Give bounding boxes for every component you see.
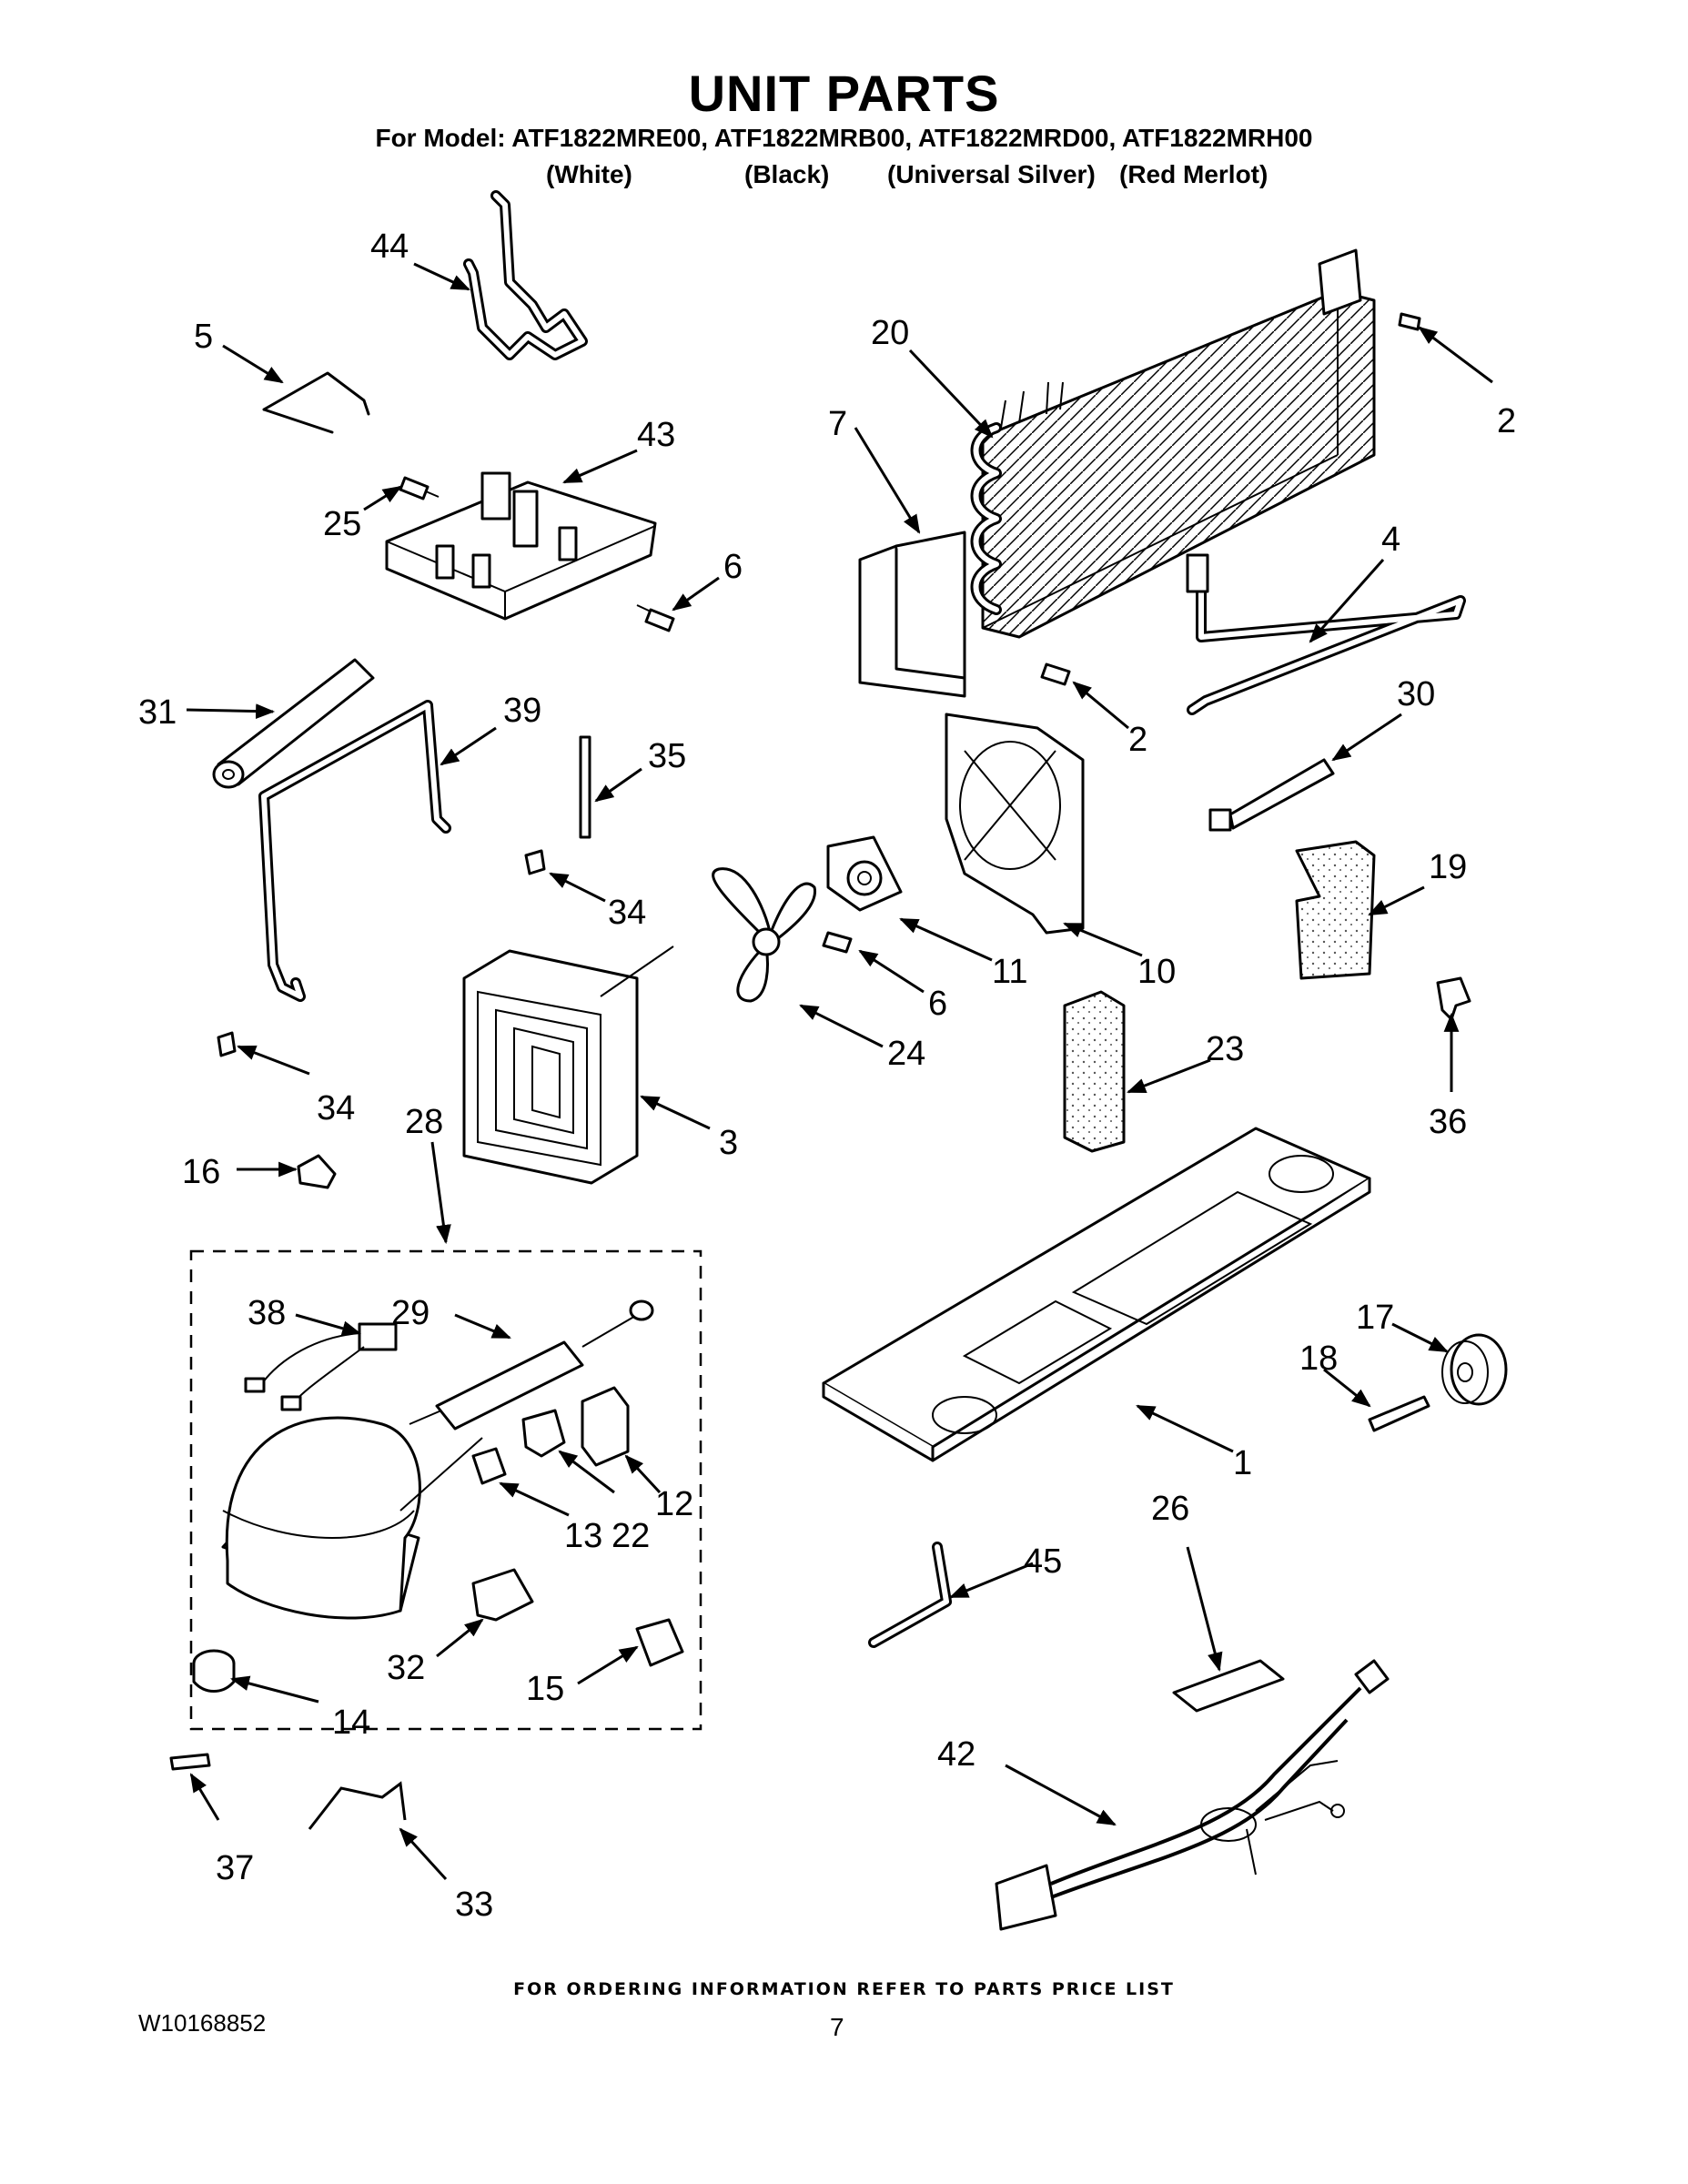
ordering-note: FOR ORDERING INFORMATION REFER TO PARTS … (513, 1979, 1175, 1999)
part-16-clip (297, 1154, 337, 1189)
callout-38: 38 (248, 1294, 286, 1332)
callout-6-mid: 6 (928, 985, 947, 1023)
part-28-compressor-kit-outline (189, 1249, 702, 1731)
color-universal-silver: (Universal Silver) (887, 160, 1096, 188)
part-15-relay (635, 1618, 684, 1667)
part-4-defrost-heater (1186, 553, 1466, 715)
callout-numbers: 44 5 20 2 7 43 25 6 2 4 31 39 35 30 19 3… (138, 228, 1516, 1924)
color-white: (White) (546, 160, 632, 188)
part-38-overload-harness (244, 1322, 398, 1411)
part-32-capacitor (471, 1568, 534, 1622)
callout-2-top: 2 (1497, 402, 1516, 440)
callout-2-mid: 2 (1128, 721, 1147, 759)
callout-20: 20 (871, 314, 909, 352)
callout-39: 39 (503, 692, 541, 730)
callout-4: 4 (1381, 521, 1400, 559)
callout-17: 17 (1356, 1299, 1394, 1337)
document-number: W10168852 (138, 2009, 267, 2037)
part-45-tube (868, 1542, 952, 1648)
callout-44: 44 (370, 228, 409, 266)
part-24-fan-blade (712, 867, 816, 1003)
part-13-overload (471, 1447, 507, 1485)
part-26-label (1172, 1659, 1285, 1713)
part-20-evaporator (970, 248, 1376, 639)
part-43-control-box (385, 471, 657, 621)
callout-13: 13 (564, 1517, 602, 1555)
callout-34-upper: 34 (608, 894, 646, 932)
part-29-filter-drier (409, 1299, 654, 1431)
callout-1: 1 (1233, 1444, 1252, 1482)
part-39-drain-tube (258, 700, 451, 1002)
leader-lines (186, 262, 1493, 1881)
callout-34-lower: 34 (317, 1089, 355, 1127)
part-42-power-harness (995, 1659, 1390, 1931)
part-34-clip-upper (524, 849, 546, 875)
callout-45: 45 (1024, 1542, 1062, 1581)
part-25-screw (399, 476, 440, 500)
callout-35: 35 (648, 737, 686, 775)
callout-14: 14 (332, 1704, 370, 1742)
part-23-foam-block (1063, 990, 1126, 1153)
part-7-evaporator-bracket (858, 531, 966, 698)
callout-15: 15 (526, 1670, 564, 1708)
part-19-foam-block (1295, 840, 1376, 980)
callout-26: 26 (1151, 1490, 1189, 1528)
callout-32: 32 (387, 1649, 425, 1687)
callout-23: 23 (1206, 1030, 1244, 1068)
part-2-screw-top (1398, 312, 1421, 331)
part-12-relay-cover (581, 1386, 630, 1467)
page-title: UNIT PARTS (688, 65, 1000, 122)
part-5-wire-clip (262, 371, 370, 434)
part-30-cable-tie (1208, 758, 1335, 832)
callout-3: 3 (719, 1124, 738, 1162)
part-31-insulation-tube (212, 658, 375, 789)
callout-42: 42 (937, 1735, 975, 1774)
part-35-rod (579, 735, 591, 839)
callout-33: 33 (455, 1886, 493, 1924)
callout-24: 24 (887, 1035, 925, 1073)
callout-12: 12 (655, 1485, 693, 1523)
callout-30: 30 (1397, 675, 1435, 713)
callout-22: 22 (612, 1517, 650, 1555)
part-34-clip-lower (217, 1031, 237, 1057)
part-37-clip (169, 1753, 211, 1771)
callout-7: 7 (828, 405, 847, 443)
callout-36: 36 (1429, 1103, 1467, 1141)
callout-6-upper: 6 (723, 548, 743, 586)
part-10-fan-shroud (945, 713, 1085, 935)
part-compressor (221, 1416, 483, 1620)
callout-19: 19 (1429, 848, 1467, 886)
part-33-wire-bracket (308, 1781, 407, 1830)
callout-29: 29 (391, 1294, 430, 1332)
page-number: 7 (830, 2013, 844, 2041)
callout-5: 5 (194, 318, 213, 356)
part-6-screw-upper (636, 604, 675, 632)
part-3-condenser (462, 945, 674, 1185)
callout-16: 16 (182, 1153, 220, 1191)
callout-37: 37 (216, 1849, 254, 1887)
part-36-clip (1436, 976, 1471, 1021)
color-red-merlot: (Red Merlot) (1119, 160, 1269, 188)
part-44-tube (463, 190, 588, 360)
callout-18: 18 (1299, 1340, 1338, 1378)
part-17-roller-wheel (1441, 1333, 1508, 1406)
callout-28: 28 (405, 1103, 443, 1141)
model-line: For Model: ATF1822MRE00, ATF1822MRB00, A… (375, 124, 1313, 152)
part-6-screw-mid (822, 931, 853, 954)
callout-43: 43 (637, 416, 675, 454)
part-14-grommet (192, 1649, 236, 1693)
callout-10: 10 (1137, 953, 1176, 991)
part-2-screw-mid (1040, 662, 1071, 686)
color-black: (Black) (744, 160, 830, 188)
callout-31: 31 (138, 693, 177, 732)
part-18-axle-pin (1368, 1395, 1430, 1432)
part-22-start-relay (521, 1409, 566, 1458)
callout-11: 11 (992, 953, 1027, 991)
part-1-base-plate (822, 1127, 1371, 1462)
part-11-fan-motor (826, 835, 903, 912)
callout-25: 25 (323, 505, 361, 543)
